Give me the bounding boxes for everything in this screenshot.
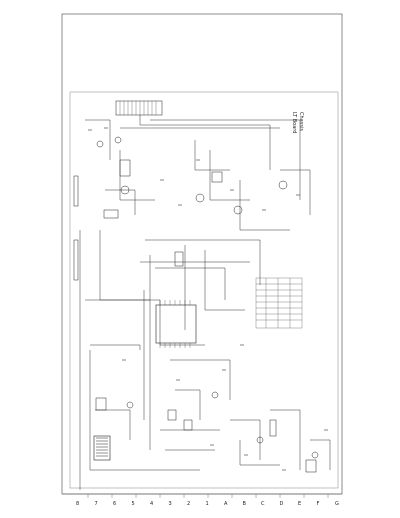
components — [95, 136, 319, 473]
voltage-table — [255, 277, 303, 329]
border-tick-label: E — [298, 501, 301, 507]
border-tick-label: 4 — [150, 501, 153, 507]
title-line-1: Chassis — [298, 112, 304, 131]
connector-strip-left-2 — [73, 239, 79, 281]
main-ic-pins — [159, 300, 191, 348]
border-tick-label: D — [280, 501, 284, 507]
title-block: Chassis LT Board — [290, 112, 310, 172]
border-tick-label: 5 — [132, 501, 135, 507]
drawing-frame — [69, 91, 339, 489]
connector-strip-left-1 — [73, 175, 79, 207]
transformer-block — [93, 435, 111, 461]
border-tick-label: F — [317, 501, 320, 507]
border-tick-label: B — [243, 501, 247, 507]
connector-block-top — [115, 100, 163, 116]
border-tick-label: 7 — [95, 501, 98, 507]
border-tick-label: C — [261, 501, 265, 507]
border-tick-label: A — [224, 501, 228, 507]
border-tick-label: 3 — [169, 501, 172, 507]
border-tick-label: 6 — [113, 501, 116, 507]
border-tick-label: 2 — [187, 501, 190, 507]
border-ticks — [62, 493, 342, 498]
main-ic — [155, 304, 197, 344]
title-line-2: LT Board — [291, 112, 297, 134]
component-labels — [88, 127, 328, 471]
wiring — [79, 115, 331, 490]
connector-pins — [119, 101, 157, 115]
border-tick-label: 1 — [206, 501, 209, 507]
border-tick-label: 8 — [76, 501, 79, 507]
border-tick-label: G — [335, 501, 339, 507]
